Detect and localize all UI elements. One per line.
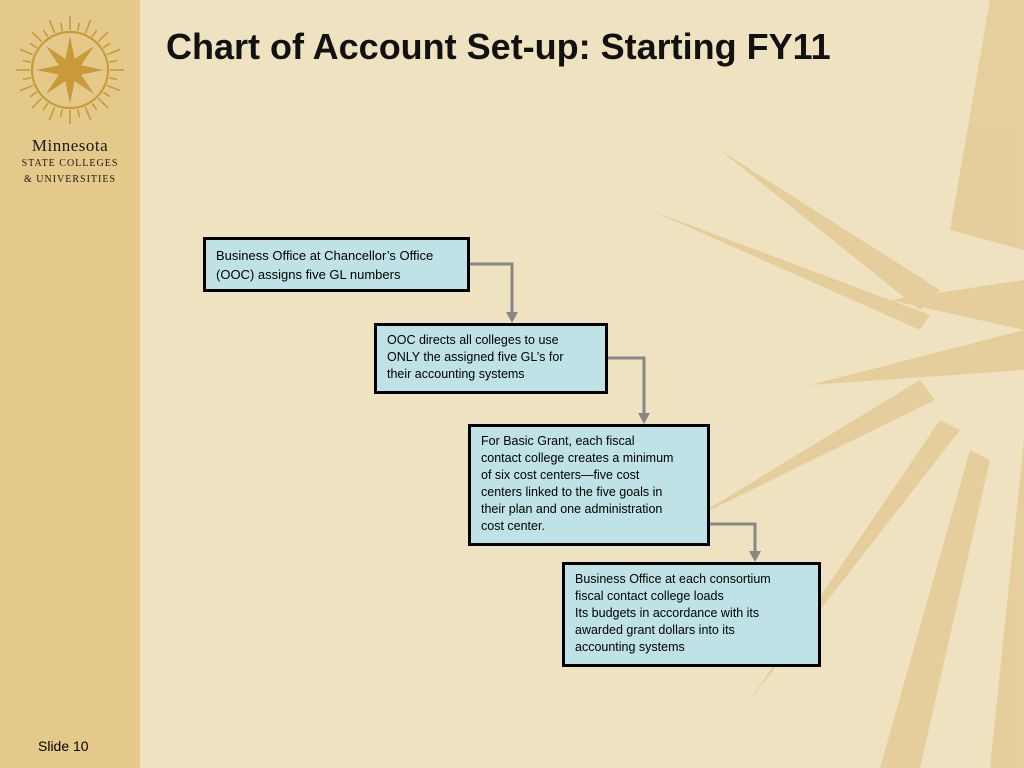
- connector-1-2: [470, 262, 514, 313]
- star-burst-icon: [16, 16, 124, 124]
- logo-ray: [77, 109, 81, 118]
- step-3-line: For Basic Grant, each fiscal: [481, 434, 635, 448]
- step-4-line: fiscal contact college loads: [575, 589, 724, 603]
- logo-ray: [19, 48, 34, 56]
- logo-ray: [42, 102, 49, 111]
- logo-ray: [31, 31, 43, 43]
- logo-ray: [106, 84, 121, 92]
- logo-ray: [29, 42, 38, 49]
- step-4-line: Business Office at each consortium: [575, 572, 771, 586]
- step-3-line: centers linked to the five goals in: [481, 485, 663, 499]
- page-title: Chart of Account Set-up: Starting FY11: [166, 26, 831, 67]
- step-3-line: cost center.: [481, 519, 545, 533]
- slide-number: Slide 10: [38, 738, 89, 754]
- step-3-line: contact college creates a minimum: [481, 451, 674, 465]
- logo-ray: [109, 77, 118, 81]
- flow-step-1: Business Office at Chancellor’s Office (…: [203, 237, 470, 292]
- logo-name: Minnesota: [31, 136, 109, 155]
- logo-ray: [97, 31, 109, 43]
- step-3-line: of six cost centers—five cost: [481, 468, 640, 482]
- connector-3-4: [710, 522, 757, 552]
- logo-ray: [19, 84, 34, 92]
- logo-ray: [109, 59, 118, 63]
- logo-ray: [22, 59, 31, 63]
- connector-2-3: [608, 356, 646, 414]
- logo-ray: [84, 106, 92, 121]
- logo-ray: [29, 91, 38, 98]
- arrowhead-3: [749, 551, 761, 562]
- logo-ray: [48, 106, 56, 121]
- logo-ray: [97, 97, 109, 109]
- flow-step-3: For Basic Grant, each fiscal contact col…: [468, 424, 710, 546]
- step-4-line: Its budgets in accordance with its: [575, 606, 760, 620]
- logo-ray: [77, 22, 81, 31]
- logo-ray: [31, 97, 43, 109]
- flow-step-4: Business Office at each consortium fisca…: [562, 562, 821, 667]
- step-3-line: their plan and one administration: [481, 502, 663, 516]
- logo-ray: [22, 77, 31, 81]
- step-2-line: their accounting systems: [387, 367, 525, 381]
- logo-ray: [91, 102, 98, 111]
- logo-ray: [59, 109, 63, 118]
- logo-subtitle-2: & UNIVERSITIES: [23, 174, 117, 185]
- arrowhead-2: [638, 413, 650, 424]
- logo-ray: [102, 42, 111, 49]
- step-4-line: awarded grant dollars into its: [575, 623, 735, 637]
- step-2-line: ONLY the assigned five GL’s for: [387, 350, 564, 364]
- logo-subtitle-1: STATE COLLEGES: [21, 158, 119, 169]
- step-1-line: (OOC) assigns five GL numbers: [216, 267, 401, 282]
- sidebar: Minnesota STATE COLLEGES & UNIVERSITIES …: [0, 0, 140, 768]
- logo-ray: [106, 48, 121, 56]
- logo-ray: [102, 91, 111, 98]
- logo-ray: [48, 19, 56, 34]
- step-1-line: Business Office at Chancellor’s Office: [216, 248, 434, 263]
- step-4-line: accounting systems: [575, 640, 685, 654]
- step-2-line: OOC directs all colleges to use: [387, 333, 559, 347]
- logo-ray: [42, 29, 49, 38]
- logo-star-shape: [36, 36, 104, 104]
- arrowhead-1: [506, 312, 518, 323]
- logo-ray: [91, 29, 98, 38]
- logo-ray: [84, 19, 92, 34]
- logo-ray: [59, 22, 63, 31]
- flow-step-2: OOC directs all colleges to use ONLY the…: [374, 323, 608, 394]
